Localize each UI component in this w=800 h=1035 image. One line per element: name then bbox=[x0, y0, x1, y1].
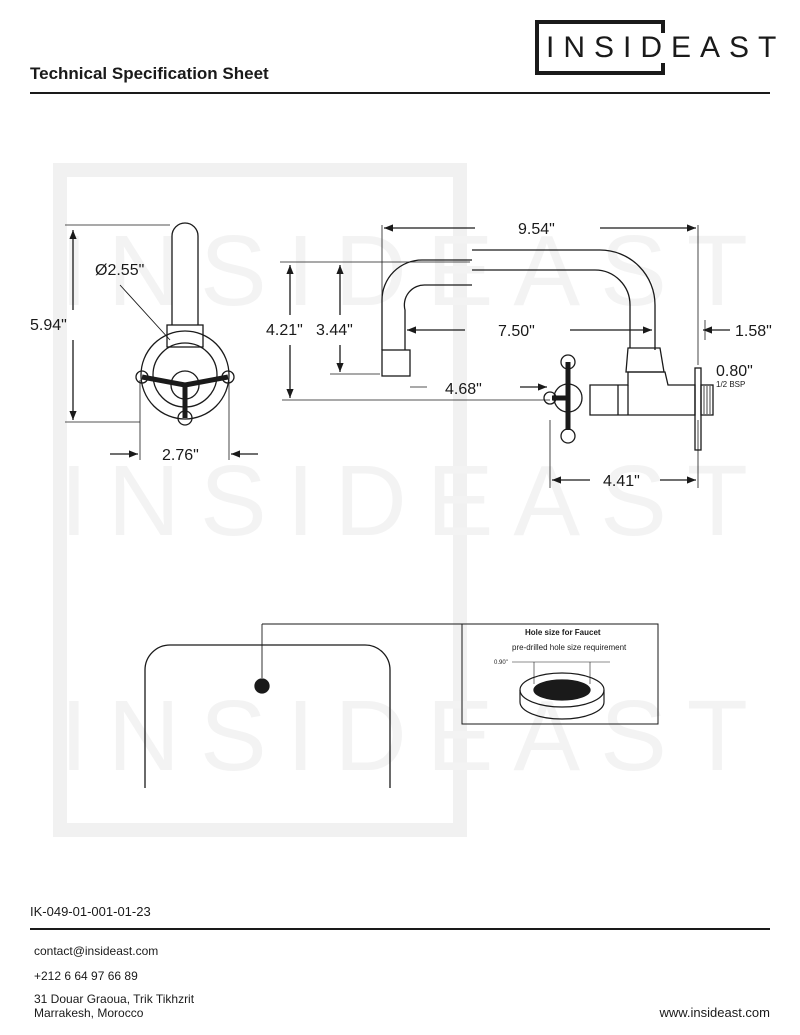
contact-phone: +212 6 64 97 66 89 bbox=[34, 969, 138, 983]
dim-handle-offset: 4.68" bbox=[445, 381, 482, 398]
dim-wall-offset: 1.58" bbox=[735, 323, 772, 340]
faucet-front-view bbox=[135, 222, 235, 426]
dim-body-depth: 4.41" bbox=[603, 473, 640, 490]
page-title: Technical Specification Sheet bbox=[30, 64, 269, 83]
header-divider bbox=[30, 92, 770, 94]
dim-spout-span: 7.50" bbox=[498, 323, 535, 340]
contact-email[interactable]: contact@insideast.com bbox=[34, 944, 159, 958]
website-link[interactable]: www.insideast.com bbox=[659, 1005, 770, 1020]
hole-box-title: Hole size for Faucet bbox=[525, 628, 601, 637]
brand-logo-text: INSIDEAST bbox=[542, 33, 790, 63]
footer-divider bbox=[30, 928, 770, 930]
dim-overall-height: 5.94" bbox=[30, 317, 67, 334]
product-code: IK-049-01-001-01-23 bbox=[30, 904, 151, 919]
address-line-1: 31 Douar Graoua, Trik Tikhzrit bbox=[34, 992, 195, 1006]
watermark-text-1: INSIDEAST bbox=[60, 215, 768, 327]
watermark-text-2: INSIDEAST bbox=[60, 445, 768, 557]
dim-spout-reach: 9.54" bbox=[518, 221, 555, 238]
address-line-2: Marrakesh, Morocco bbox=[34, 1006, 144, 1020]
hole-box-subtitle: pre-drilled hole size requirement bbox=[512, 643, 627, 652]
dim-spout-height: 4.21" bbox=[266, 322, 303, 339]
dim-thread-size: 0.80" bbox=[716, 363, 753, 380]
dim-thread-note: 1/2 BSP bbox=[716, 380, 745, 389]
sink-outline bbox=[144, 623, 462, 788]
dim-side-width: 2.76" bbox=[162, 447, 199, 464]
watermark: INSIDEAST INSIDEAST INSIDEAST bbox=[53, 163, 768, 837]
hole-box-dim: 0.90" bbox=[494, 660, 508, 666]
hole-size-box bbox=[461, 623, 659, 725]
dim-outlet-height: 3.44" bbox=[316, 322, 353, 339]
watermark-text-3: INSIDEAST bbox=[60, 680, 768, 792]
dim-flange-diameter: Ø2.55" bbox=[95, 262, 144, 279]
